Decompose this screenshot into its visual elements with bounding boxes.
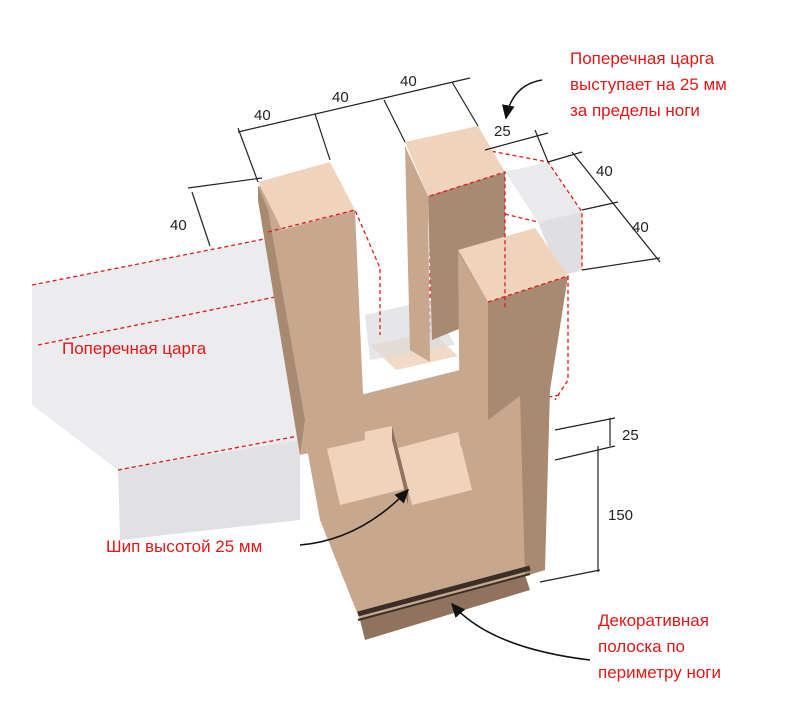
tenon-right-top: [398, 432, 472, 505]
left-pillar: [258, 162, 365, 455]
tenons: [325, 426, 472, 505]
right-pillar-side: [488, 276, 568, 576]
dim-offset: 25: [494, 123, 511, 140]
dimension-labels: 40 40 40 40 25 40 40 25 150: [170, 73, 649, 524]
callout-stripe-line-1: Декоративная: [598, 611, 709, 630]
dim-top-2: 40: [332, 89, 349, 106]
dim-rail-height: 150: [608, 507, 633, 524]
right-pillar-top: [458, 228, 568, 302]
pillar-red-outlines: [267, 171, 569, 401]
left-pillar-front: [258, 186, 365, 455]
callout-tenon: Шип высотой 25 мм: [106, 537, 262, 556]
right-pillar-front: [458, 252, 488, 495]
middle-pillar-top: [405, 126, 505, 196]
left-pillar-top: [258, 162, 355, 230]
tenon-left-side: [392, 426, 408, 505]
dim-tenon-height: 25: [622, 427, 639, 444]
right-pillar: [458, 228, 568, 576]
stripe-front: [357, 565, 531, 617]
dimension-lines: [187, 77, 661, 583]
dim-top-3: 40: [400, 73, 417, 90]
callout-rail-offset-line-1: Поперечная царга: [570, 49, 715, 68]
leg-bottom-face: [360, 575, 530, 640]
callout-rail: Поперечная царга: [62, 339, 207, 358]
left-rail-bottom: [118, 440, 300, 540]
tenon-left-top: [325, 426, 408, 505]
right-rail-end: [505, 162, 582, 222]
middle-pillar-front: [405, 146, 430, 362]
callout-rail-offset-line-2: выступает на 25 мм: [570, 75, 727, 94]
left-rail-ghost: [31, 231, 561, 540]
arrow-stripe: [450, 602, 591, 661]
dim-right-upper: 40: [596, 163, 613, 180]
callout-texts: Поперечная царга выступает на 25 мм за п…: [62, 49, 727, 682]
dim-right-lower: 40: [632, 219, 649, 236]
right-rail-face: [538, 212, 582, 276]
callout-stripe-line-2: полоска по: [598, 637, 685, 656]
stripe-top: [357, 573, 531, 621]
decorative-stripe: [357, 565, 531, 621]
callout-stripe-line-3: периметру ноги: [598, 663, 721, 682]
left-pillar-side: [258, 186, 305, 455]
dim-top-1: 40: [254, 107, 271, 124]
callout-arrows: [299, 79, 591, 661]
arrow-rail-offset: [501, 79, 543, 120]
arrow-tenon: [299, 488, 410, 546]
left-rail-front: [32, 232, 300, 470]
callout-rail-offset-line-3: за пределы ноги: [570, 101, 700, 120]
dim-left-depth: 40: [170, 217, 187, 234]
